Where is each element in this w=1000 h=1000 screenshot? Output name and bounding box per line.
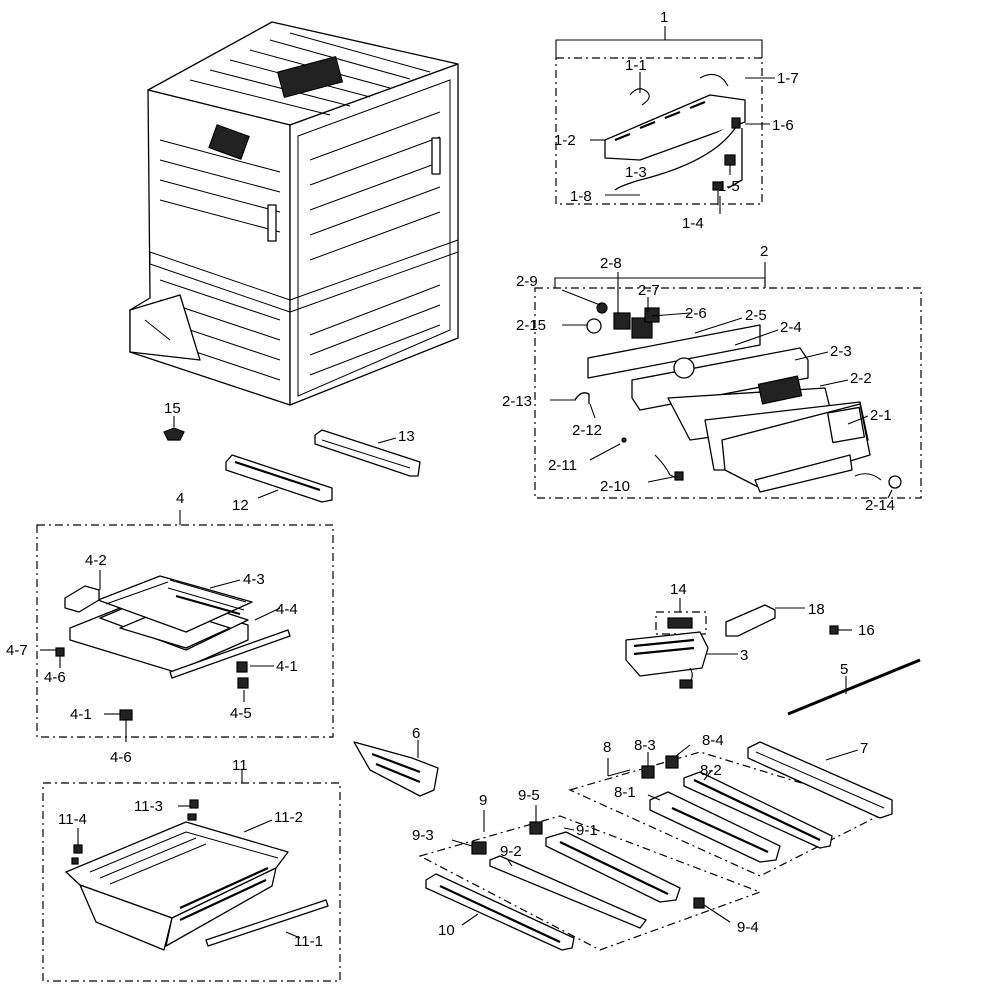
- label-4-4: 4-4: [276, 601, 298, 618]
- part-15: [163, 416, 185, 441]
- group-9: [418, 805, 762, 951]
- label-2-14: 2-14: [865, 497, 895, 514]
- group-4-leaders: [40, 570, 281, 742]
- part-5: [787, 658, 921, 716]
- label-11-1: 11-1: [294, 933, 323, 950]
- label-4-1-right: 4-1: [276, 658, 298, 675]
- group-1: [555, 26, 763, 205]
- label-2-8: 2-8: [600, 255, 622, 272]
- label-4-3: 4-3: [243, 571, 265, 588]
- part-14: [655, 598, 707, 635]
- label-1-3: 1-3: [625, 164, 647, 181]
- label-9-4: 9-4: [737, 919, 759, 936]
- part-12-13: [225, 429, 421, 503]
- label-2-6: 2-6: [685, 305, 707, 322]
- label-4-2: 4-2: [85, 552, 107, 569]
- label-1-1: 1-1: [625, 57, 647, 74]
- label-group-2: 2: [760, 243, 768, 260]
- label-part-7: 7: [860, 740, 868, 757]
- label-part-13: 13: [398, 428, 415, 445]
- label-part-6: 6: [412, 725, 420, 742]
- label-11-2: 11-2: [274, 809, 303, 826]
- label-part-10: 10: [438, 922, 455, 939]
- label-2-7: 2-7: [638, 282, 660, 299]
- label-4-1-left: 4-1: [70, 706, 92, 723]
- label-2-12: 2-12: [572, 422, 602, 439]
- label-1-8: 1-8: [570, 188, 592, 205]
- label-9-3: 9-3: [412, 827, 434, 844]
- label-part-5: 5: [840, 661, 848, 678]
- label-group-1: 1: [660, 9, 668, 26]
- part-labels: 1 1-1 1-2 1-3 1-4 1-5 1-6 1-7 1-8 2 2-1 …: [6, 9, 895, 950]
- label-8-4: 8-4: [702, 732, 724, 749]
- label-4-6-upper: 4-6: [44, 669, 66, 686]
- label-2-11: 2-11: [548, 457, 577, 474]
- label-1-2: 1-2: [554, 132, 576, 149]
- label-2-9: 2-9: [516, 273, 538, 290]
- part-7: [747, 741, 893, 819]
- label-2-1: 2-1: [870, 407, 892, 424]
- label-part-14: 14: [670, 581, 687, 598]
- group-2: [534, 262, 922, 499]
- label-2-15: 2-15: [516, 317, 546, 334]
- refrigerator-cabinet: [129, 21, 459, 406]
- label-part-16: 16: [858, 622, 875, 639]
- label-part-18: 18: [808, 601, 825, 618]
- label-group-8: 8: [603, 739, 611, 756]
- part-6: [353, 740, 439, 797]
- group-8: [568, 744, 892, 877]
- label-group-11: 11: [232, 757, 248, 774]
- label-2-10: 2-10: [600, 478, 630, 495]
- label-11-4: 11-4: [58, 811, 87, 828]
- label-part-15: 15: [164, 400, 181, 417]
- part-18: [725, 604, 805, 637]
- label-group-4: 4: [176, 490, 184, 507]
- label-8-1: 8-1: [614, 784, 636, 801]
- label-4-6-lower: 4-6: [110, 749, 132, 766]
- label-8-2: 8-2: [700, 762, 722, 779]
- label-1-4: 1-4: [682, 215, 704, 232]
- label-part-12: 12: [232, 497, 249, 514]
- label-8-3: 8-3: [634, 737, 656, 754]
- label-1-6: 1-6: [772, 117, 794, 134]
- label-2-5: 2-5: [745, 307, 767, 324]
- group-11: [42, 770, 341, 982]
- part-3: [625, 631, 738, 689]
- label-2-3: 2-3: [830, 343, 852, 360]
- group-2-leaders: [550, 272, 893, 499]
- part-16: [829, 625, 852, 635]
- label-9-5: 9-5: [518, 787, 540, 804]
- label-2-4: 2-4: [780, 319, 802, 336]
- part-10: [425, 873, 575, 951]
- group-4: [36, 510, 334, 738]
- group-1-leaders: [590, 72, 775, 214]
- label-1-7: 1-7: [777, 70, 799, 87]
- label-11-3: 11-3: [134, 798, 163, 815]
- label-4-7: 4-7: [6, 642, 28, 659]
- label-group-9: 9: [479, 792, 487, 809]
- label-9-1: 9-1: [576, 822, 598, 839]
- label-2-13: 2-13: [502, 393, 532, 410]
- label-1-5: 1-5: [718, 178, 740, 195]
- label-part-3: 3: [740, 647, 748, 664]
- label-4-5: 4-5: [230, 705, 252, 722]
- label-9-2: 9-2: [500, 843, 522, 860]
- label-2-2: 2-2: [850, 370, 872, 387]
